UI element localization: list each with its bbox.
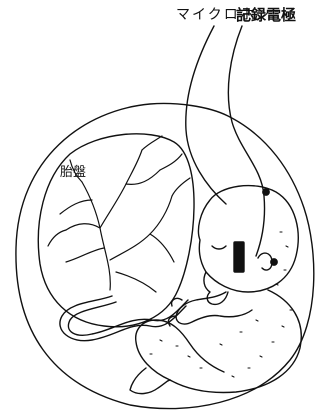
fetal-ear (258, 253, 272, 270)
placental-vessels (48, 136, 190, 292)
fetal-body (170, 290, 301, 393)
microphone-sensor (234, 242, 244, 272)
electrode-cable (228, 26, 264, 256)
uterus-outline (16, 104, 314, 409)
electrode-dot-side (271, 259, 277, 265)
fetal-head (198, 186, 298, 292)
placenta-label: 胎盤 (60, 161, 86, 180)
fetal-arm (176, 292, 252, 324)
fetal-foot (130, 368, 170, 394)
electrode-dot-top (263, 189, 269, 195)
fetal-leg (136, 320, 224, 380)
electrode-label: 記録電極 (236, 4, 296, 25)
fetal-eye (212, 246, 226, 249)
